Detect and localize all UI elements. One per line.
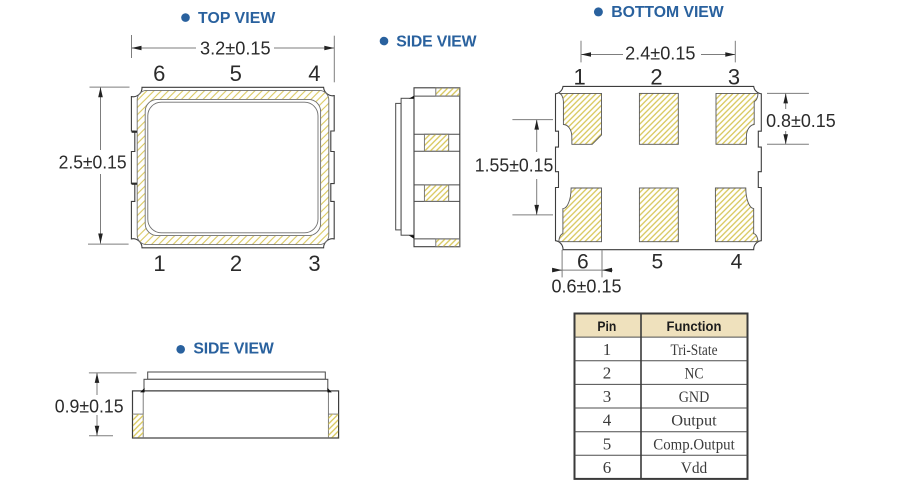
svg-text:Function: Function xyxy=(667,318,722,334)
svg-text:TOP VIEW: TOP VIEW xyxy=(198,10,275,27)
svg-text:6: 6 xyxy=(153,61,165,86)
svg-text:Pin: Pin xyxy=(597,318,616,334)
svg-text:0.9±0.15: 0.9±0.15 xyxy=(55,395,124,416)
svg-text:5: 5 xyxy=(652,250,664,273)
svg-text:5: 5 xyxy=(603,434,612,453)
svg-text:2: 2 xyxy=(230,251,242,276)
svg-text:Vdd: Vdd xyxy=(681,460,708,477)
svg-text:4: 4 xyxy=(731,250,743,273)
svg-text:GND: GND xyxy=(679,389,710,406)
svg-text:Tri-State: Tri-State xyxy=(671,342,718,359)
svg-text:2: 2 xyxy=(650,65,662,90)
svg-text:1: 1 xyxy=(573,65,585,90)
svg-text:2.5±0.15: 2.5±0.15 xyxy=(59,152,127,173)
svg-text:SIDE VIEW: SIDE VIEW xyxy=(396,33,476,50)
svg-text:Output: Output xyxy=(671,413,717,430)
svg-text:SIDE VIEW: SIDE VIEW xyxy=(193,341,273,358)
svg-text:3: 3 xyxy=(603,387,612,406)
svg-text:6: 6 xyxy=(603,458,612,477)
svg-text:1: 1 xyxy=(153,251,165,276)
svg-text:4: 4 xyxy=(308,61,320,86)
svg-text:BOTTOM VIEW: BOTTOM VIEW xyxy=(611,4,724,21)
svg-text:4: 4 xyxy=(603,411,612,430)
svg-text:1: 1 xyxy=(603,340,612,359)
svg-text:3: 3 xyxy=(308,251,320,276)
svg-text:0.8±0.15: 0.8±0.15 xyxy=(766,110,836,131)
svg-text:5: 5 xyxy=(230,61,242,86)
svg-text:2.4±0.15: 2.4±0.15 xyxy=(625,43,695,64)
svg-text:6: 6 xyxy=(577,250,589,273)
svg-text:3.2±0.15: 3.2±0.15 xyxy=(200,37,271,58)
svg-text:1.55±0.15: 1.55±0.15 xyxy=(475,154,554,175)
svg-text:Comp.Output: Comp.Output xyxy=(653,436,735,453)
svg-text:NC: NC xyxy=(685,365,704,382)
svg-text:0.6±0.15: 0.6±0.15 xyxy=(552,275,622,296)
svg-text:2: 2 xyxy=(603,363,612,382)
svg-text:3: 3 xyxy=(728,65,740,90)
